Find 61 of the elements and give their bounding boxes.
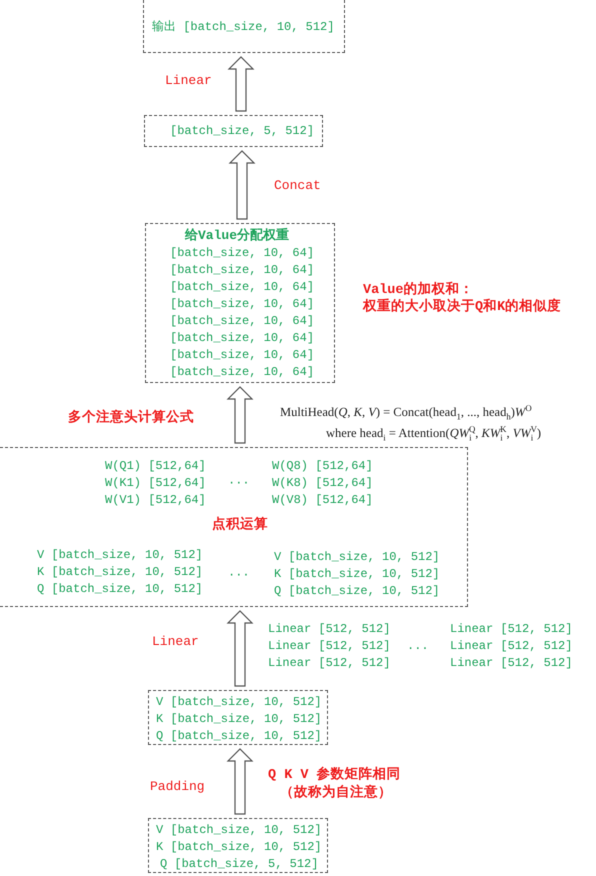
tensor-size-text: V [batch_size, 10, 512] [37,547,203,563]
edge-label: Linear [152,634,199,650]
ellipsis: ··· [228,475,250,491]
tensor-size-text: Q [batch_size, 10, 512] [156,728,322,744]
annotation: Value的加权和： [363,283,474,298]
layer-size-text: Linear [512, 512] [268,621,390,637]
tensor-size-text: [batch_size, 10, 64] [170,364,314,380]
tensor-box [145,223,335,383]
tensor-box [143,0,345,53]
layer-size-text: Linear [512, 512] [450,655,572,671]
tensor-size-text: Q [batch_size, 10, 512] [37,581,203,597]
tensor-size-text: W(V1) [512,64] [105,492,206,508]
tensor-size-text: Q [batch_size, 10, 512] [274,583,440,599]
tensor-size-text: [batch_size, 10, 64] [170,330,314,346]
tensor-size-text: W(V8) [512,64] [272,492,373,508]
note: Q K V 参数矩阵相同 [268,768,401,784]
note: （故称为自注意） [280,786,392,802]
edge-label: Linear [165,73,212,89]
computation-box [0,447,468,607]
hollow-arrow [226,748,254,815]
layer-size-text: Linear [512, 512] [268,655,390,671]
tensor-size-text: V [batch_size, 10, 512] [156,694,322,710]
tensor-box [148,818,328,873]
tensor-size-text: W(Q8) [512,64] [272,458,373,474]
tensor-size-text: [batch_size, 10, 64] [170,347,314,363]
tensor-size-text: K [batch_size, 10, 512] [156,839,322,855]
tensor-size-text: [batch_size, 10, 64] [170,262,314,278]
formula: MultiHead(Q, K, V) = Concat(head$_{1}$, ..., head$_{h}$)W$^{O}$ [280,404,532,420]
tensor-size-text: 输出 [batch_size, 10, 512] [152,19,334,35]
edge-label: 多个注意头计算公式 [68,411,194,427]
tensor-size-text: K [batch_size, 10, 512] [156,711,322,727]
tensor-box [144,115,323,147]
hollow-arrow [228,150,256,220]
layer-size-text: Linear [512, 512] [450,621,572,637]
formula: where head$_{i}$ = Attention(QW$_{i}$$^{Q}$, KW$_{i}$$^{K}$, VW$_{i}$$^{V}$) [326,425,542,441]
hollow-arrow [226,610,254,687]
tensor-size-text: V [batch_size, 10, 512] [156,822,322,838]
tensor-size-text: Q [batch_size, 5, 512] [160,856,318,872]
box-heading: 给Value分配权重 [185,228,290,244]
edge-label: Padding [150,779,205,795]
tensor-size-text: K [batch_size, 10, 512] [37,564,203,580]
tensor-size-text: W(K1) [512,64] [105,475,206,491]
tensor-size-text: W(Q1) [512,64] [105,458,206,474]
tensor-size-text: [batch_size, 10, 64] [170,279,314,295]
tensor-size-text: [batch_size, 10, 64] [170,296,314,312]
tensor-size-text: W(K8) [512,64] [272,475,373,491]
tensor-size-text: K [batch_size, 10, 512] [274,566,440,582]
tensor-size-text: [batch_size, 5, 512] [170,123,314,139]
tensor-size-text: [batch_size, 10, 64] [170,313,314,329]
layer-size-text: Linear [512, 512] [450,638,572,654]
tensor-size-text: [batch_size, 10, 64] [170,245,314,261]
tensor-box [148,690,328,745]
ellipsis: ··· [228,567,250,583]
layer-size-text: Linear [512, 512] [268,638,390,654]
hollow-arrow [226,386,254,444]
operation-label: 点积运算 [212,518,268,534]
edge-label: Concat [274,178,321,194]
ellipsis: ... [407,638,429,654]
hollow-arrow [228,56,254,112]
annotation: 权重的大小取决于Q和K的相似度 [363,300,562,316]
tensor-size-text: V [batch_size, 10, 512] [274,549,440,565]
